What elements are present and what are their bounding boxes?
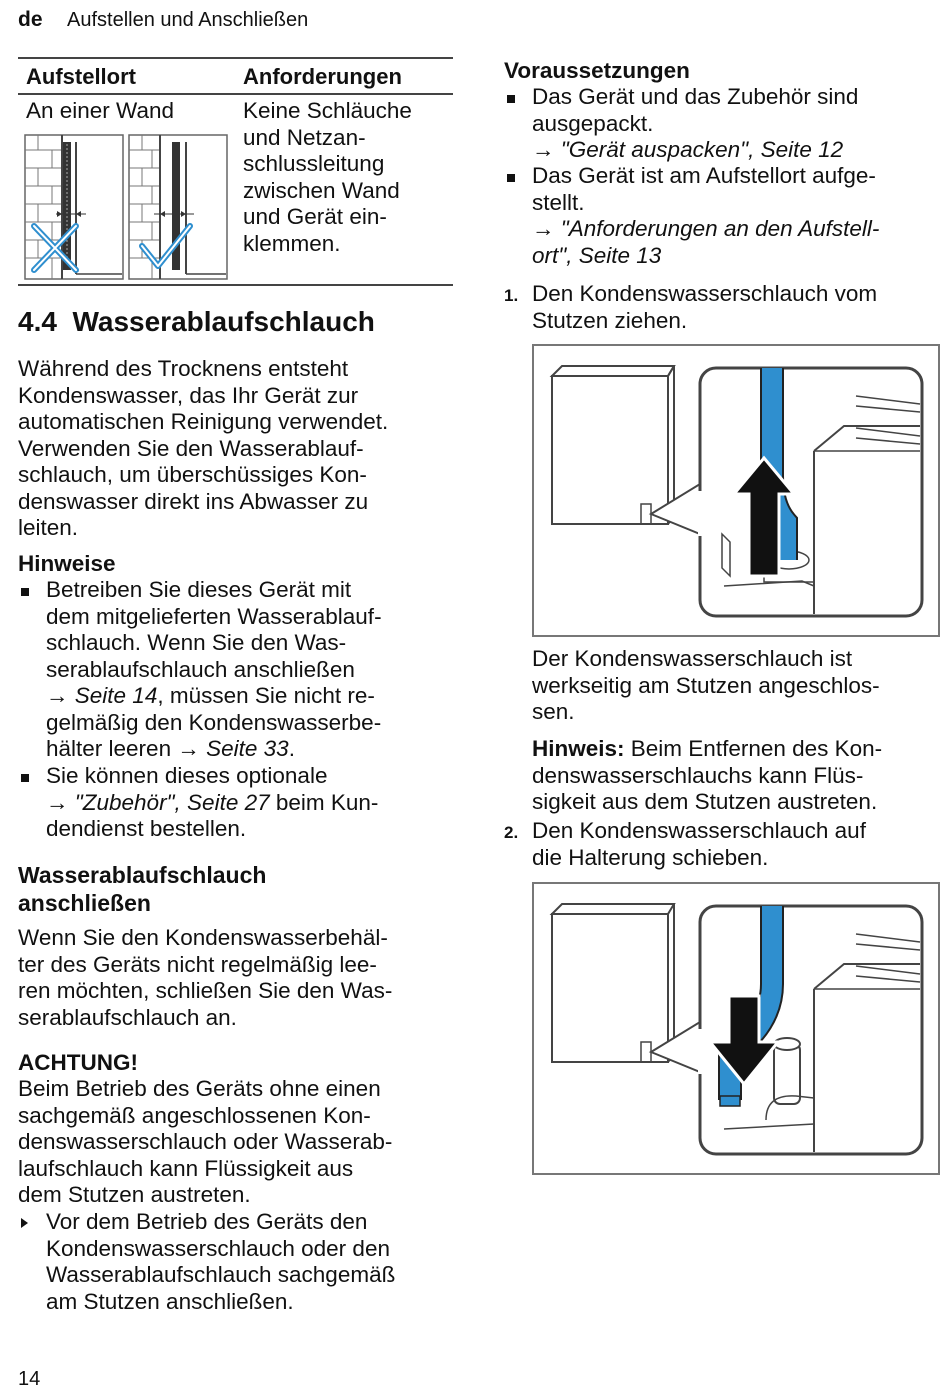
hinweise-heading: Hinweise <box>18 551 116 576</box>
page-link[interactable]: Seite 14 <box>74 683 158 708</box>
warning-action: Vor dem Betrieb des Geräts den Kondenswa… <box>46 1209 396 1314</box>
step-2-text: Den Kondenswasserschlauch auf die Halter… <box>532 818 866 870</box>
hose-attach-illustration <box>549 903 924 1156</box>
bullet-square <box>507 95 515 103</box>
header-title: Aufstellen und Anschließen <box>67 9 309 31</box>
arrow-down-icon <box>706 994 782 1087</box>
step-1-text: Den Kondenswasserschlauch vom Stutzen zi… <box>532 281 878 333</box>
table-top-rule <box>18 57 453 59</box>
table-bottom-rule <box>18 284 453 286</box>
prerequisites-heading: Voraussetzungen <box>504 58 690 83</box>
arrow-up-icon <box>730 455 798 578</box>
page-number: 14 <box>18 1368 41 1390</box>
connect-heading: Wasserablaufschlauch anschließen <box>18 862 267 916</box>
section-heading: 4.4 Wasserablaufschlauch <box>18 306 375 337</box>
prerequisite-1: Das Gerät und das Zubehör sind ausgepack… <box>532 84 859 162</box>
unpack-link[interactable]: "Gerät auspacken", Seite 12 <box>560 137 844 162</box>
figure-attach-hose <box>532 882 940 1175</box>
note-text: Hinweis: Beim Entfernen des Kon- denswas… <box>532 736 883 814</box>
table-cell-place: An einer Wand <box>26 98 174 123</box>
warning-heading: ACHTUNG! <box>18 1050 138 1075</box>
result-text: Der Kondenswasserschlauch ist werkseitig… <box>532 646 880 724</box>
requirements-link[interactable]: "Anforderungen an den Aufstell- <box>560 216 880 241</box>
hinweis-bullet-1: Betreiben Sie dieses Gerät mit dem mitge… <box>46 577 382 761</box>
page-link[interactable]: Seite 33 <box>206 736 289 761</box>
table-header-rule <box>18 93 453 95</box>
wrong-placement-panel <box>24 134 124 280</box>
connect-paragraph: Wenn Sie den Kondenswasserbehäl- ter des… <box>18 925 393 1030</box>
table-cell-requirements: Keine Schläuche und Netzan- schlussleitu… <box>243 98 412 256</box>
prerequisite-2: Das Gerät ist am Aufstellort aufge- stel… <box>532 163 880 268</box>
table-header-place: Aufstellort <box>26 64 136 89</box>
hinweis-bullet-2: Sie können dieses optionale → "Zubehör",… <box>46 763 379 841</box>
intro-paragraph: Während des Trocknens entsteht Kondenswa… <box>18 356 389 540</box>
wall-placement-illustration <box>24 134 228 280</box>
hose-removal-illustration <box>549 365 924 618</box>
bullet-square <box>21 588 29 596</box>
figure-remove-hose <box>532 344 940 637</box>
action-triangle-icon <box>21 1218 28 1228</box>
warning-paragraph: Beim Betrieb des Geräts ohne einen sachg… <box>18 1076 393 1207</box>
step-number-1: 1. <box>504 286 519 305</box>
accessory-link[interactable]: "Zubehör", Seite 27 <box>74 789 270 815</box>
bullet-square <box>21 774 29 782</box>
language-code: de <box>18 8 43 31</box>
step-number-2: 2. <box>504 823 519 842</box>
bullet-square <box>507 174 515 182</box>
table-header-requirements: Anforderungen <box>243 64 402 89</box>
correct-placement-panel <box>128 134 228 280</box>
